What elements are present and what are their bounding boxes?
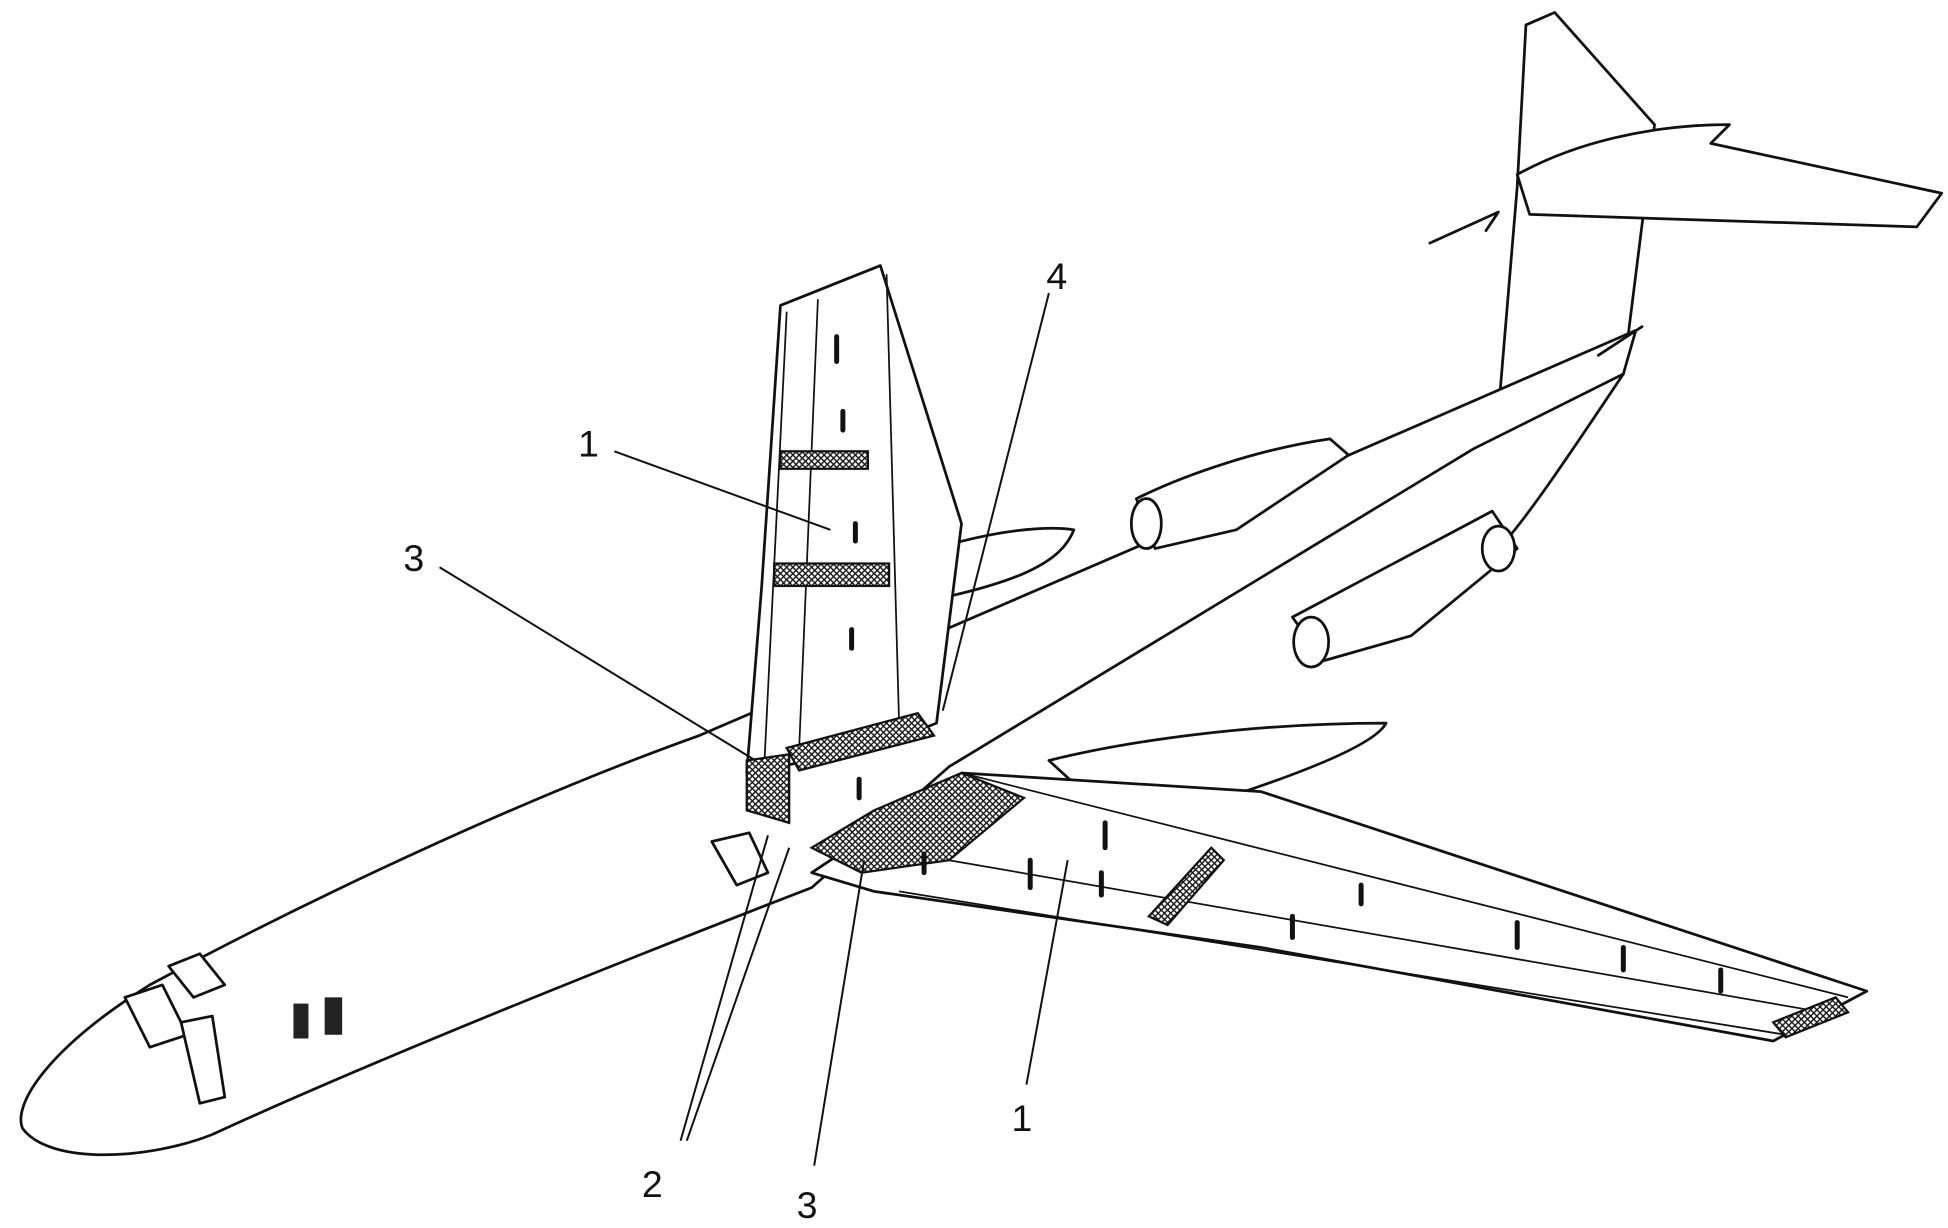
- label-1-lower: 1: [1011, 1097, 1032, 1139]
- label-3-bottom: 3: [797, 1184, 818, 1226]
- cockpit-details: [123, 831, 770, 1105]
- label-4: 4: [1046, 255, 1067, 297]
- tail-assembly: [1428, 11, 1944, 413]
- label-3-left: 3: [403, 537, 424, 579]
- wing-rib-panel: [1146, 846, 1226, 927]
- root-panel-side: [745, 752, 791, 825]
- rib-panel-1: [779, 450, 869, 470]
- wing-tip-panel: [1771, 996, 1850, 1039]
- engine-intake-center: [1292, 615, 1331, 669]
- rib-panel-2: [773, 562, 891, 588]
- leader-lines: [439, 292, 1069, 1166]
- label-2: 2: [642, 1163, 663, 1205]
- raised-wing: [745, 264, 1076, 825]
- engine-intake-right: [1480, 524, 1517, 573]
- root-panel-upper: [785, 711, 936, 772]
- label-1-upper: 1: [578, 422, 599, 464]
- engine-intake-left: [1129, 497, 1163, 550]
- lower-wing: [809, 721, 1869, 1043]
- door-detail: [324, 997, 343, 1035]
- engines: [1129, 437, 1519, 669]
- door-detail: [293, 1003, 309, 1039]
